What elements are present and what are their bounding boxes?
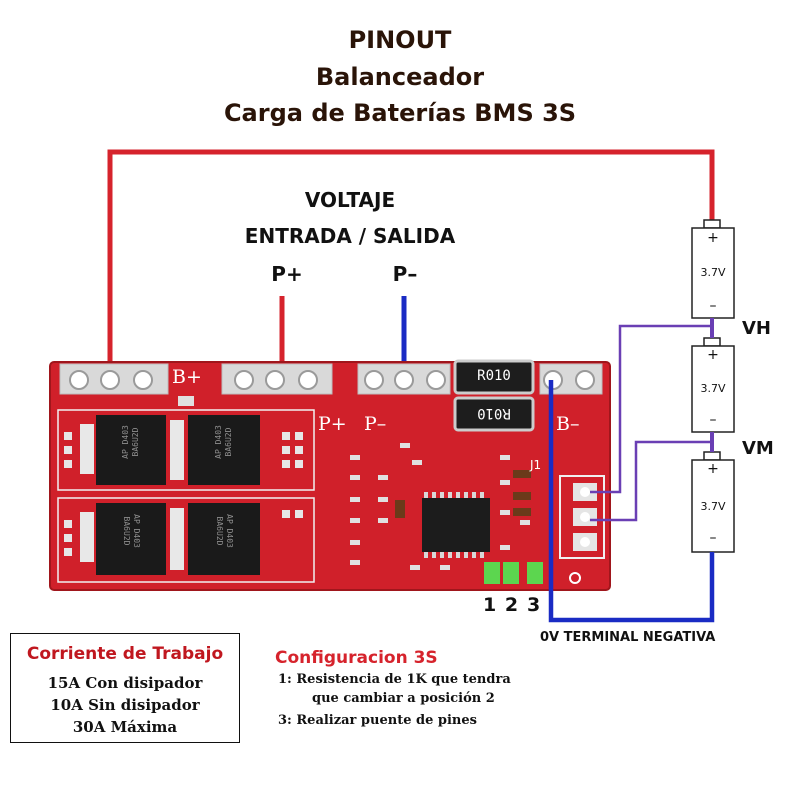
config-title: Configuracion 3S bbox=[275, 648, 438, 668]
terminal-p-plus-label: P+ bbox=[271, 262, 303, 286]
mosfet-3-label: AP D403 BA6U2D bbox=[122, 514, 141, 548]
board-label-b-minus: B– bbox=[556, 413, 580, 435]
current-box-line-1: 15A Con disipador bbox=[47, 674, 203, 692]
board-label-p-minus: P– bbox=[364, 413, 387, 435]
tap-label-vh: VH bbox=[742, 318, 771, 339]
battery-2-minus: – bbox=[709, 412, 717, 428]
board-label-p-plus: P+ bbox=[318, 413, 347, 435]
battery-stack bbox=[691, 219, 735, 553]
purple-wire-vh bbox=[590, 324, 712, 494]
title-line-2: Balanceador bbox=[315, 63, 485, 91]
battery-3-minus: – bbox=[709, 530, 717, 546]
config-line-2: que cambiar a posición 2 bbox=[312, 691, 495, 706]
resistor-bottom-label: R010 bbox=[477, 405, 511, 421]
battery-3-plus: + bbox=[707, 461, 719, 477]
pcb-board bbox=[49, 359, 611, 591]
title-line-1: PINOUT bbox=[348, 26, 452, 54]
config-line-3: 3: Realizar puente de pines bbox=[278, 713, 477, 728]
board-label-b-plus: B+ bbox=[172, 366, 202, 388]
blue-wire-negative bbox=[548, 380, 715, 623]
current-box-line-2: 10A Sin disipador bbox=[50, 696, 200, 714]
battery-1-voltage: 3.7V bbox=[700, 266, 726, 279]
red-wire-b-plus bbox=[107, 149, 715, 375]
battery-1-plus: + bbox=[707, 230, 719, 246]
battery-2-plus: + bbox=[707, 347, 719, 363]
purple-wire-vm bbox=[590, 440, 712, 522]
battery-1-minus: – bbox=[709, 298, 717, 314]
current-box: Corriente de Trabajo 15A Con disipador 1… bbox=[10, 633, 240, 743]
board-label-j1: J1 bbox=[530, 458, 542, 472]
current-box-header: Corriente de Trabajo bbox=[26, 644, 224, 664]
voltage-label-line-2: ENTRADA / SALIDA bbox=[244, 224, 456, 248]
battery-2-voltage: 3.7V bbox=[700, 382, 726, 395]
mosfet-2-label: AP D403 BA6U2D bbox=[214, 425, 233, 459]
battery-3-voltage: 3.7V bbox=[700, 500, 726, 513]
negative-terminal-label: 0V TERMINAL NEGATIVA bbox=[540, 630, 716, 645]
resistor-top-label: R010 bbox=[477, 368, 511, 384]
current-box-line-3: 30A Máxima bbox=[72, 718, 178, 736]
mosfet-4-label: AP D403 BA6U2D bbox=[215, 514, 234, 548]
mosfet-1-label: AP D403 BA6U2D bbox=[121, 425, 140, 459]
config-line-1: 1: Resistencia de 1K que tendra bbox=[278, 672, 511, 687]
voltage-label-line-1: VOLTAJE bbox=[304, 188, 396, 212]
title-line-3: Carga de Baterías BMS 3S bbox=[223, 99, 577, 127]
terminal-p-minus-label: P– bbox=[392, 262, 418, 286]
pin-label-1-2: 1 2 bbox=[483, 594, 520, 616]
pin-label-3: 3 bbox=[527, 594, 541, 616]
tap-label-vm: VM bbox=[742, 438, 774, 459]
